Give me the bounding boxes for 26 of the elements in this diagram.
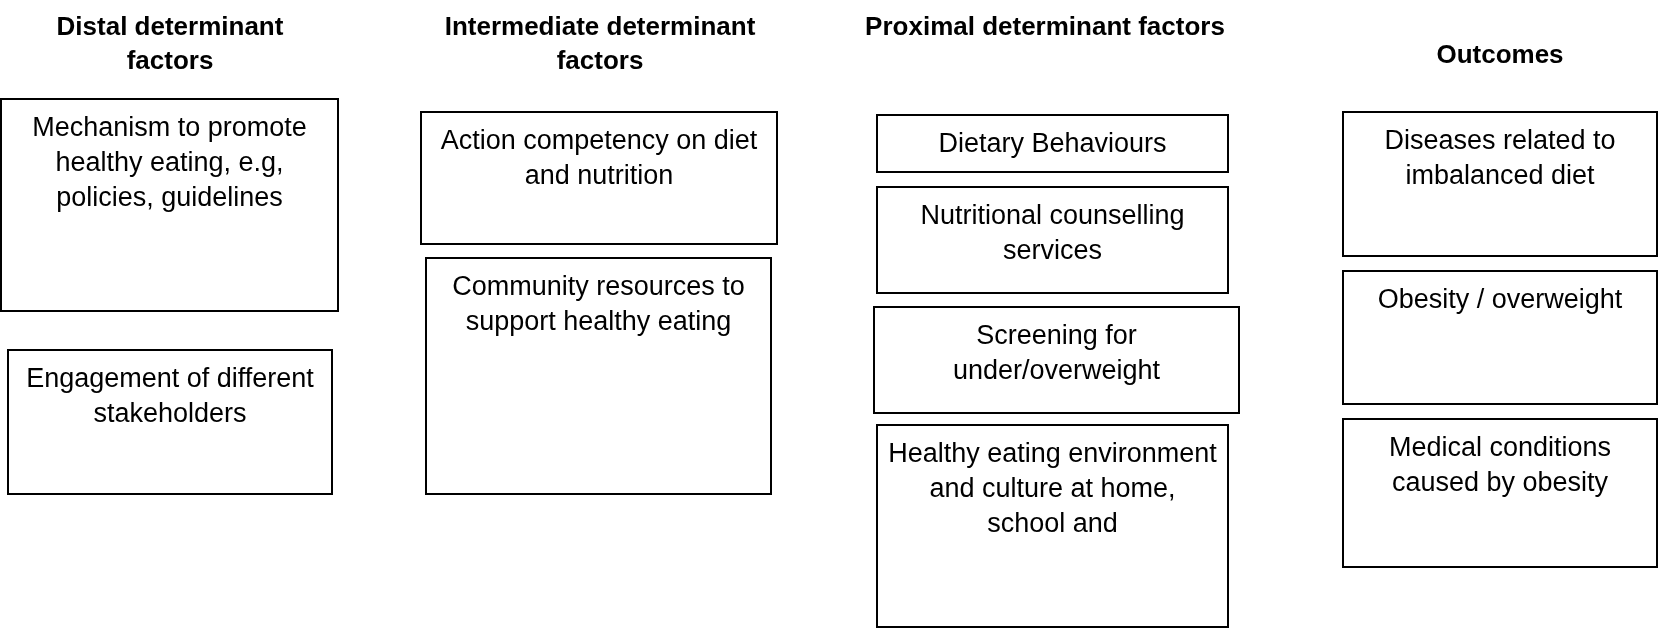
- column-heading: Proximal determinant factors: [864, 10, 1226, 43]
- column-heading: Intermediate determinant factors: [443, 10, 757, 77]
- factor-box: [876, 114, 1229, 174]
- factor-box: [1342, 111, 1658, 257]
- factor-box: [1342, 418, 1658, 568]
- box-text: Dietary Behaviours: [938, 127, 1167, 160]
- factor-box: [876, 424, 1229, 628]
- factor-box: [7, 349, 333, 495]
- factor-box: [873, 306, 1240, 414]
- box-text: Engagement of different stakeholders: [25, 362, 315, 431]
- factor-box: [1342, 270, 1658, 405]
- factor-box: [876, 186, 1229, 294]
- factor-box: [0, 98, 339, 312]
- box-text: Medical conditions caused by obesity: [1387, 431, 1613, 500]
- box-text: Screening for under/overweight: [951, 319, 1162, 388]
- box-text: Nutritional counselling services: [919, 199, 1186, 268]
- column-heading: Distal determinant factors: [55, 10, 285, 77]
- box-text: Diseases related to imbalanced diet: [1383, 124, 1617, 193]
- factor-box: [420, 111, 778, 245]
- box-text: Obesity / overweight: [1377, 283, 1623, 316]
- column-heading: Outcomes: [1435, 38, 1565, 71]
- box-text: Community resources to support healthy eating: [451, 270, 746, 339]
- factor-box: [425, 257, 772, 495]
- box-text: Mechanism to promote healthy eating, e.g, policies, guidelines: [31, 111, 308, 215]
- box-text: Healthy eating environment and culture at home, school and: [888, 437, 1217, 541]
- box-text: Action competency on diet and nutrition: [439, 124, 759, 193]
